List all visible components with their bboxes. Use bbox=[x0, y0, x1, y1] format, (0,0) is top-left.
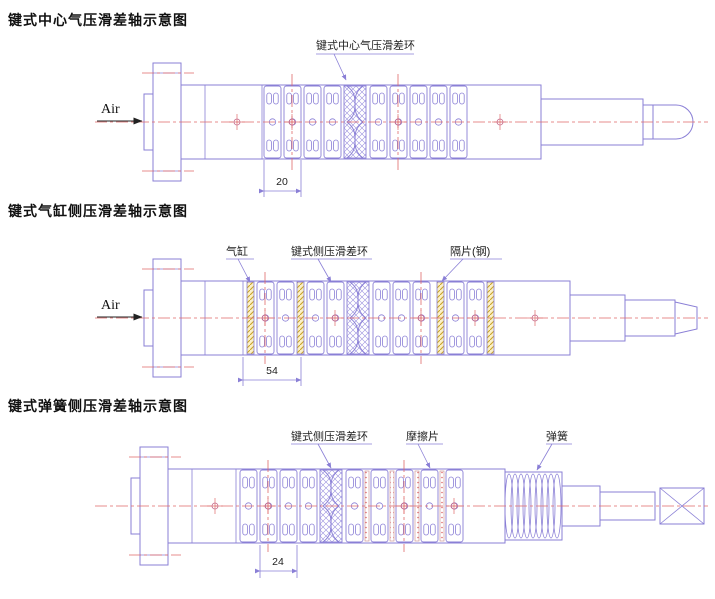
diagram-3-centerlines bbox=[95, 456, 708, 556]
diagram-2-callout-steel-spacer: 隔片(钢) bbox=[450, 246, 491, 258]
diagram-2-dimension bbox=[237, 357, 302, 386]
diagram-1-title: 键式中心气压滑差轴示意图 bbox=[8, 12, 188, 28]
diagram-2-callout-cylinder: 气缸 bbox=[226, 246, 248, 258]
diagram-3-callout-friction-plate: 摩擦片 bbox=[406, 431, 439, 443]
diagram-2-dimension-value: 54 bbox=[266, 365, 278, 377]
diagram-2-art bbox=[95, 258, 708, 386]
diagram-3-leader-lines bbox=[291, 443, 572, 471]
diagram-3-dimension bbox=[254, 545, 298, 578]
diagram-3-art bbox=[95, 443, 708, 578]
diagram-2-callout-slip-ring: 键式侧压滑差环 bbox=[291, 246, 368, 258]
diagram-2-centerlines bbox=[95, 268, 708, 368]
diagram-3-dimension-value: 24 bbox=[272, 556, 284, 568]
diagram-1-leader-line bbox=[316, 53, 414, 81]
diagram-3-callout-slip-ring: 键式侧压滑差环 bbox=[291, 431, 368, 443]
diagram-1-centerlines bbox=[95, 72, 708, 172]
diagram-1-callout-slip-ring: 键式中心气压滑差环 bbox=[316, 40, 415, 52]
diagram-2-air-label: Air bbox=[101, 298, 120, 313]
diagram-2-title: 键式气缸侧压滑差轴示意图 bbox=[8, 203, 188, 219]
diagram-1-art bbox=[95, 53, 708, 197]
diagram-3-callout-spring: 弹簧 bbox=[546, 431, 568, 443]
diagram-1-air-label: Air bbox=[101, 102, 120, 117]
diagram-1-dimension bbox=[258, 160, 302, 197]
diagram-3-title: 键式弹簧侧压滑差轴示意图 bbox=[8, 398, 188, 414]
diagram-1-dimension-value: 20 bbox=[276, 176, 288, 188]
diagram-2-leader-lines bbox=[226, 258, 502, 283]
